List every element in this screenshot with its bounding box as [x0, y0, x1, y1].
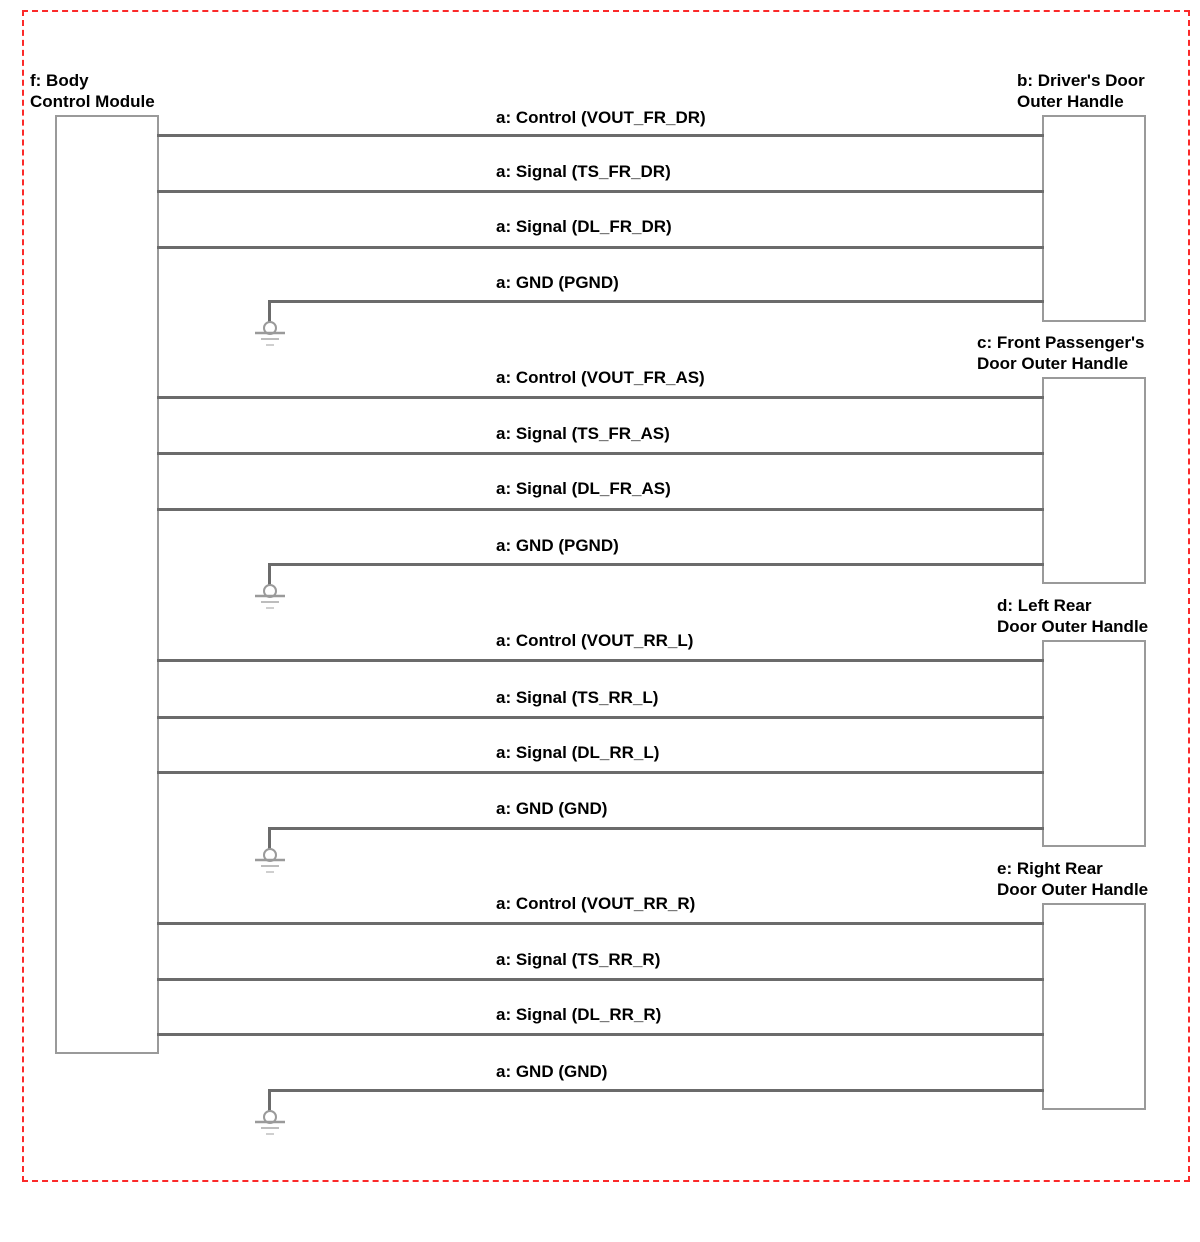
component-label-f-body-control-module: f: Body Control Module [30, 71, 155, 111]
component-box-c-front-passengers-door-outer-handle[interactable] [1042, 377, 1146, 584]
wire-label-gnd-pgnd-1: a: GND (PGND) [496, 273, 619, 292]
wire-ts-fr-as[interactable] [157, 452, 1044, 455]
wire-dl-fr-as[interactable] [157, 508, 1044, 511]
wire-vout-fr-dr[interactable] [157, 134, 1044, 137]
ground-symbol-4[interactable] [252, 1107, 288, 1141]
wire-vout-rr-l[interactable] [157, 659, 1044, 662]
wire-gnd-pgnd-1-drop[interactable] [268, 300, 271, 322]
wire-gnd-pgnd-2[interactable] [268, 563, 1044, 566]
wire-gnd-gnd-4[interactable] [268, 1089, 1044, 1092]
wire-gnd-pgnd-1[interactable] [268, 300, 1044, 303]
wire-label-dl-rr-l: a: Signal (DL_RR_L) [496, 743, 660, 762]
wire-ts-rr-r[interactable] [157, 978, 1044, 981]
wire-dl-rr-r[interactable] [157, 1033, 1044, 1036]
wire-label-dl-fr-as: a: Signal (DL_FR_AS) [496, 479, 671, 498]
component-box-e-right-rear-door-outer-handle[interactable] [1042, 903, 1146, 1110]
wire-label-gnd-gnd-3: a: GND (GND) [496, 799, 608, 818]
component-label-d-left-rear-door-outer-handle: d: Left Rear Door Outer Handle [997, 596, 1149, 636]
ground-symbol-3[interactable] [252, 845, 288, 879]
component-label-b-drivers-door-outer-handle: b: Driver's Door Outer Handle [1017, 71, 1145, 111]
wire-gnd-gnd-4-drop[interactable] [268, 1089, 271, 1111]
wire-vout-rr-r[interactable] [157, 922, 1044, 925]
wire-dl-rr-l[interactable] [157, 771, 1044, 774]
wire-label-vout-rr-r: a: Control (VOUT_RR_R) [496, 894, 696, 913]
component-box-b-drivers-door-outer-handle[interactable] [1042, 115, 1146, 322]
wire-label-gnd-pgnd-2: a: GND (PGND) [496, 536, 619, 555]
wire-label-ts-fr-as: a: Signal (TS_FR_AS) [496, 424, 670, 443]
ground-icon [255, 584, 285, 609]
wire-label-vout-fr-dr: a: Control (VOUT_FR_DR) [496, 108, 706, 127]
component-label-c-front-passengers-door-outer-handle: c: Front Passenger's Door Outer Handle [977, 333, 1145, 373]
wire-label-ts-rr-l: a: Signal (TS_RR_L) [496, 688, 659, 707]
wire-ts-fr-dr[interactable] [157, 190, 1044, 193]
component-box-d-left-rear-door-outer-handle[interactable] [1042, 640, 1146, 847]
wire-ts-rr-l[interactable] [157, 716, 1044, 719]
wire-label-dl-fr-dr: a: Signal (DL_FR_DR) [496, 217, 672, 236]
wire-gnd-pgnd-2-drop[interactable] [268, 563, 271, 585]
ground-symbol-1[interactable] [252, 318, 288, 352]
ground-icon [255, 321, 285, 346]
wire-gnd-gnd-3[interactable] [268, 827, 1044, 830]
ground-icon [255, 848, 285, 873]
wire-label-gnd-gnd-4: a: GND (GND) [496, 1062, 608, 1081]
wire-label-vout-rr-l: a: Control (VOUT_RR_L) [496, 631, 694, 650]
wire-dl-fr-dr[interactable] [157, 246, 1044, 249]
wire-label-vout-fr-as: a: Control (VOUT_FR_AS) [496, 368, 705, 387]
wire-gnd-gnd-3-drop[interactable] [268, 827, 271, 849]
component-box-f-body-control-module[interactable] [55, 115, 159, 1054]
wire-label-ts-rr-r: a: Signal (TS_RR_R) [496, 950, 661, 969]
component-label-e-right-rear-door-outer-handle: e: Right Rear Door Outer Handle [997, 859, 1149, 899]
ground-symbol-2[interactable] [252, 581, 288, 615]
ground-icon [255, 1110, 285, 1135]
wire-vout-fr-as[interactable] [157, 396, 1044, 399]
wire-label-dl-rr-r: a: Signal (DL_RR_R) [496, 1005, 662, 1024]
wire-label-ts-fr-dr: a: Signal (TS_FR_DR) [496, 162, 671, 181]
